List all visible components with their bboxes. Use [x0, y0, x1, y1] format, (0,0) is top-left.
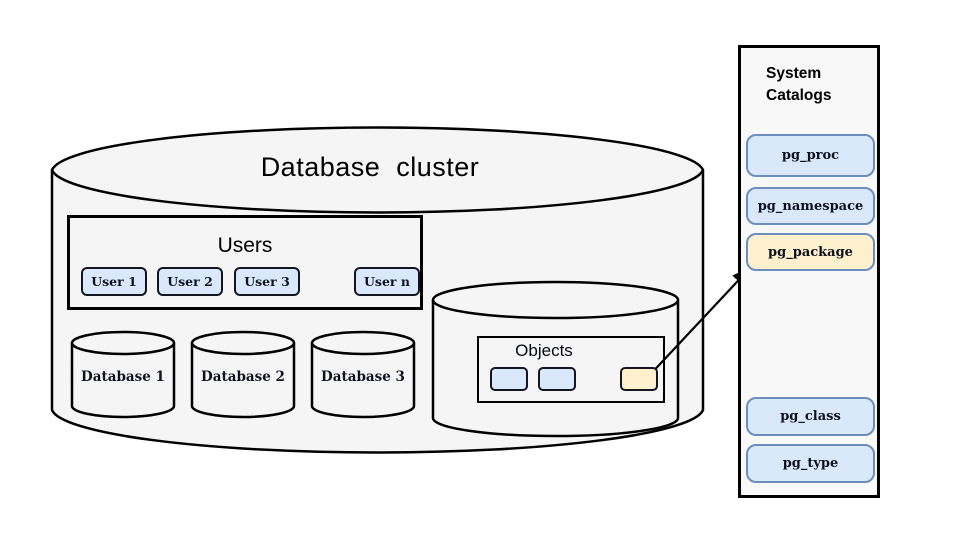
users-box-label: Users: [217, 234, 273, 257]
pg-package-node: pg_package: [746, 233, 875, 271]
database-3-label: Database 3: [321, 369, 405, 385]
objects-box: Objects: [477, 336, 665, 403]
cluster-title: Database cluster: [260, 152, 480, 182]
pg-proc-node: pg_proc: [746, 134, 875, 177]
pg-class-node: pg_class: [746, 397, 875, 436]
object-1-node: [490, 367, 528, 391]
objects-box-label: Objects: [515, 341, 573, 360]
object-3-node: [620, 367, 658, 391]
pg-type-node: pg_type: [746, 444, 875, 483]
objects-cylinder: [431, 280, 680, 438]
database-2-label: Database 2: [201, 369, 285, 385]
system-catalogs-title: System Catalogs: [766, 65, 832, 104]
database-1-cylinder: [70, 330, 176, 419]
system-catalogs-panel: System Catalogs pg_proc pg_namespace pg_…: [738, 45, 880, 498]
user-n-node: User n: [354, 267, 420, 296]
user-1-node: User 1: [81, 267, 147, 296]
database-3-cylinder: [310, 330, 416, 419]
pg-namespace-node: pg_namespace: [746, 187, 875, 225]
user-2-node: User 2: [157, 267, 223, 296]
users-box: Users User 1 User 2 User 3 User n: [67, 215, 423, 310]
database-1-label: Database 1: [81, 369, 165, 385]
user-3-node: User 3: [234, 267, 300, 296]
object-2-node: [538, 367, 576, 391]
database-2-cylinder: [190, 330, 296, 419]
